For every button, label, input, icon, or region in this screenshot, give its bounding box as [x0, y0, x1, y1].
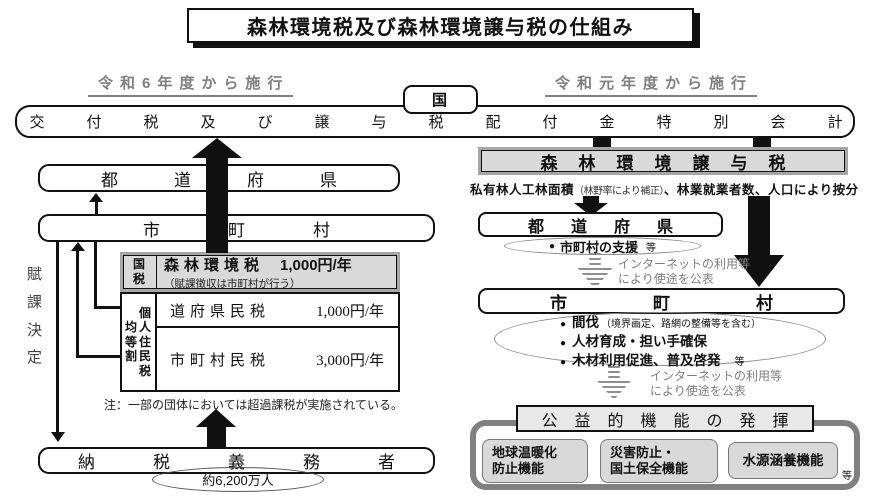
etc-label: 等: [842, 471, 852, 482]
connector: [593, 136, 611, 149]
prefecture-use-ellipse: ● 市町村の支援 等: [504, 237, 701, 255]
page-title: 森林環境税及び森林環境譲与税の仕組み: [187, 8, 694, 43]
prefecture-box-right: 都道府県: [478, 212, 723, 237]
internet-note-line1: インターネットの利用等: [650, 369, 783, 383]
pref-resident-tax-line: [95, 201, 98, 215]
etc-label: 等: [734, 357, 745, 368]
internet-disclosure-note: インターネットの利用等 により使途を公表: [618, 257, 750, 287]
prefecture-use-label: 市町村の支援: [560, 239, 639, 255]
surtax-note: 注：一部の団体においては超過課税が実施されている。: [104, 398, 404, 412]
national-government-box: 国: [403, 85, 478, 114]
tax-row-amount: 3,000円/年: [316, 352, 384, 369]
forest-tax-up-arrow-shaft: [206, 156, 228, 253]
use-label: 人材育成・担い手確保: [572, 334, 708, 349]
muni-resident-tax-line: [76, 355, 122, 358]
bullet-icon: ●: [560, 338, 567, 349]
benefit-line: 地球温暖化: [492, 445, 558, 460]
list-item: ● 木材利用促進、普及啓発 等: [560, 352, 840, 371]
internet-disclosure-note: インターネットの利用等 により使途を公表: [650, 369, 782, 399]
transfer-tax-box: 森林環境譲与税: [478, 147, 848, 175]
allocation-paren: （林野率により補正）: [574, 186, 664, 197]
forest-tax-name: 森林環境税: [164, 256, 265, 274]
taxpayer-count: 約6,200万人: [202, 473, 274, 488]
assessment-label: 賦課決定: [27, 267, 43, 367]
arrow-down-icon: [734, 255, 784, 287]
resident-tax-sublabel: 均等割: [125, 320, 138, 364]
bullet-icon: ●: [548, 240, 556, 252]
left-phase-heading: 令和6年度から施行: [88, 72, 294, 97]
muni-resident-tax-line: [76, 250, 79, 358]
bullet-icon: ●: [560, 357, 567, 368]
taxpayer-count-ellipse: 約6,200万人: [152, 467, 324, 492]
tax-row-name: 市町村民税: [170, 352, 271, 369]
resident-tax-label-cell: 均等割 個人住民税: [122, 294, 157, 390]
arrow-up-icon: [192, 138, 242, 158]
table-row: 道府県民税 1,000円/年: [157, 294, 398, 328]
tax-row-name: 道府県民税: [170, 303, 271, 320]
connector: [753, 136, 771, 149]
internet-note-line1: インターネットの利用等: [618, 257, 751, 271]
benefit-box-global-warming: 地球温暖化 防止機能: [482, 439, 588, 483]
transfer-to-prefecture-arrow-shaft: [583, 196, 599, 205]
arrow-up-icon: [196, 409, 236, 427]
forest-tax-amount: 1,000円/年: [280, 256, 352, 274]
benefit-line: 防止機能: [492, 461, 545, 476]
benefit-line: 災害防止・: [610, 445, 676, 460]
etc-label: 等: [646, 242, 657, 254]
benefit-box-water-source: 水源涵養機能: [728, 442, 838, 479]
benefit-box-disaster-prevention: 災害防止・ 国土保全機能: [600, 439, 718, 483]
pref-resident-tax-line: [94, 241, 97, 308]
use-label: 木材利用促進、普及啓発: [572, 353, 721, 368]
allocation-main1: 私有林人工林面積: [470, 183, 575, 197]
arrow-up-icon: [71, 242, 85, 251]
benefit-line: 水源涵養機能: [742, 452, 824, 468]
pref-resident-tax-line: [94, 306, 122, 309]
use-label: 間伐: [572, 315, 600, 330]
right-phase-heading: 令和元年度から施行: [545, 72, 758, 97]
forest-tax-note: （賦課徴収は市町村が行う）: [164, 277, 301, 290]
list-item: ● 間伐 （境界画定、路網の整備等を含む）: [560, 314, 840, 333]
internet-note-line2: により使途を公表: [650, 384, 746, 398]
municipality-uses-ellipse: [494, 312, 826, 366]
list-item: ● 人材育成・担い手確保: [560, 333, 840, 352]
municipality-box-left: 市町村: [38, 214, 435, 242]
resident-tax-table: 均等割 個人住民税 道府県民税 1,000円/年 市町村民税 3,000円/年: [120, 292, 400, 392]
bullet-icon: ●: [560, 319, 567, 330]
internet-icon: [596, 366, 632, 400]
allocation-criteria: 私有林人工林面積（林野率により補正）、林業就業者数、人口により按分: [470, 179, 859, 199]
internet-note-line2: により使途を公表: [618, 272, 714, 286]
forest-tax-row: 国税 森林環境税 1,000円/年 （賦課徴収は市町村が行う）: [120, 252, 400, 292]
municipality-uses-list: ● 間伐 （境界画定、路網の整備等を含む） ● 人材育成・担い手確保 ● 木材利…: [560, 314, 840, 371]
resident-tax-label: 個人住民税: [139, 306, 152, 378]
internet-icon: [577, 253, 613, 289]
public-benefit-header: 公益的機能の発揮: [516, 405, 814, 432]
assessment-line: [56, 242, 59, 434]
arrow-up-icon: [89, 193, 103, 202]
tax-row-amount: 1,000円/年: [316, 303, 384, 320]
use-sub: （境界画定、路網の整備等を含む）: [601, 319, 762, 330]
transfer-to-municipality-arrow-shaft: [748, 196, 770, 257]
allocation-main2: 、林業就業者数、人口により按分: [663, 183, 859, 197]
municipality-box-right: 市町村: [478, 288, 845, 314]
national-tax-label: 国税: [133, 257, 146, 286]
taxpayer-up-arrow-shaft: [207, 426, 226, 449]
forest-tax-cell: 森林環境税 1,000円/年 （賦課徴収は市町村が行う）: [157, 252, 396, 293]
national-tax-cell: 国税: [124, 256, 157, 288]
benefit-line: 国土保全機能: [610, 461, 689, 476]
arrow-down-icon: [51, 432, 65, 442]
table-row: 市町村民税 3,000円/年: [157, 328, 398, 390]
